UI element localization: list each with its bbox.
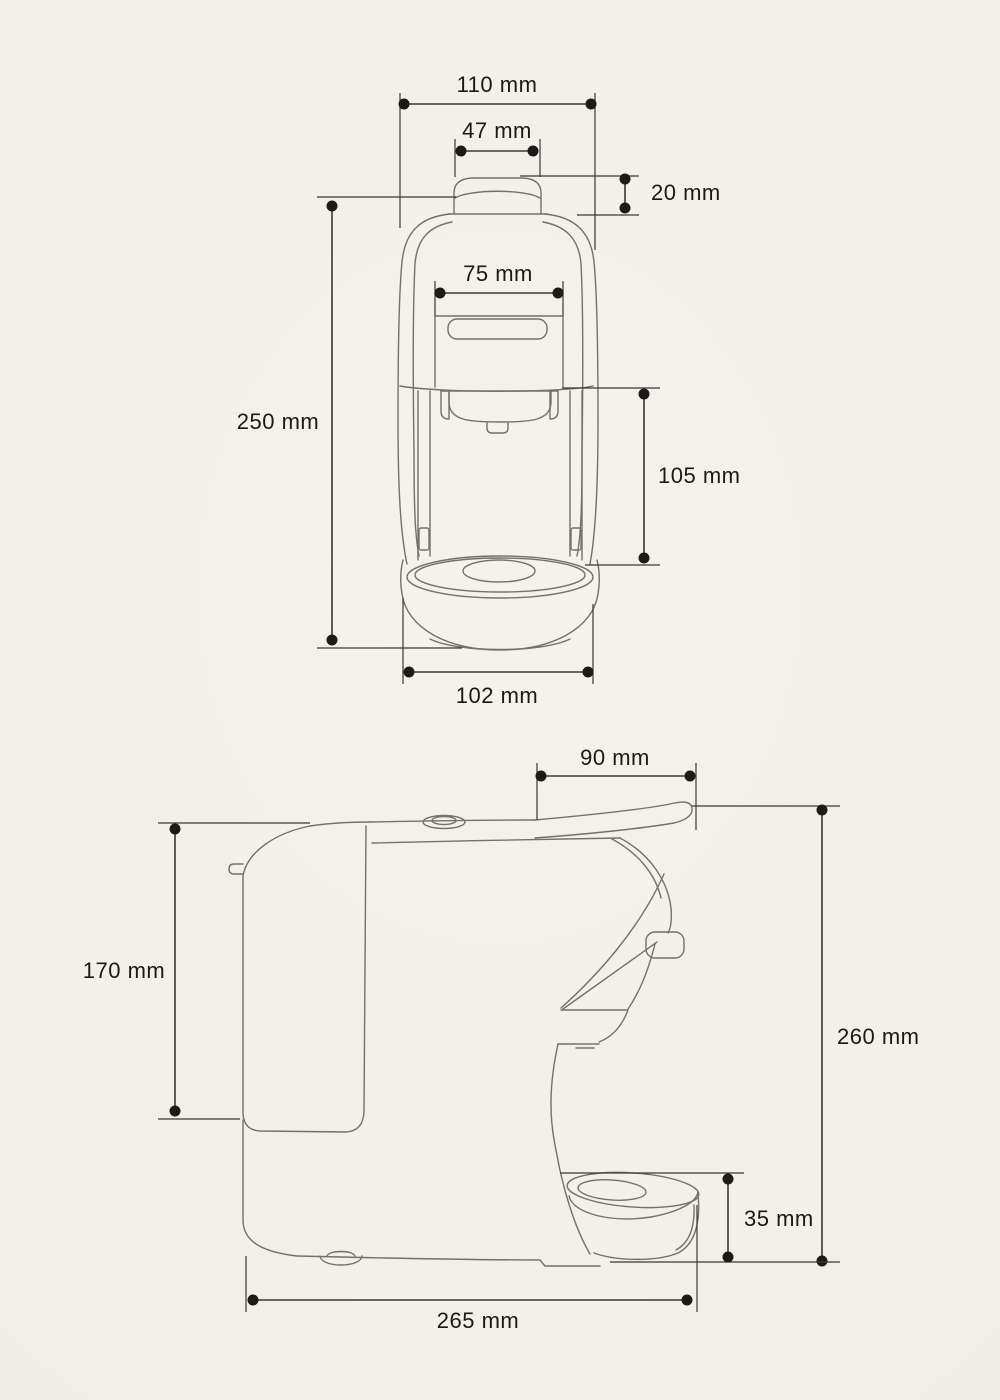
label-front-top-knob-height: 20 mm <box>651 180 721 205</box>
side-tray-rim-outer <box>566 1171 700 1209</box>
front-base-bowl <box>399 559 601 651</box>
brew-head-right-ear <box>549 390 559 420</box>
brew-head-left-ear <box>440 390 450 420</box>
dim-front-cup-clearance: 105 mm <box>562 387 740 566</box>
side-spout <box>645 931 685 959</box>
top-button-inner <box>431 815 457 826</box>
capsule-slot <box>447 318 548 340</box>
label-front-drip-tray-width: 102 mm <box>456 683 538 708</box>
dim-side-overall-depth: 265 mm <box>245 1205 698 1333</box>
head-sweep-curve <box>560 873 665 1009</box>
front-knob-inner-arc <box>454 190 541 199</box>
side-foot <box>319 1250 363 1266</box>
front-knob-outline <box>453 177 542 215</box>
tank-outline <box>242 821 371 1133</box>
front-tray-rim-outer <box>406 555 594 599</box>
front-panel <box>434 315 564 388</box>
label-side-lever-overhang: 90 mm <box>580 745 650 770</box>
label-front-brew-head-width: 75 mm <box>463 261 533 286</box>
brew-head-body <box>448 390 552 423</box>
head-diagonal-b <box>627 943 656 1010</box>
dim-side-lever-overhang: 90 mm <box>535 745 697 830</box>
label-front-overall-width: 110 mm <box>457 72 538 97</box>
front-view-dimensions: 110 mm 47 mm 20 mm 75 mm <box>237 72 740 708</box>
side-view-dimensions: 90 mm 170 mm 260 mm 35 mm 265 m <box>83 745 919 1333</box>
label-side-tank-height: 170 mm <box>83 958 165 983</box>
dim-side-tank-height: 170 mm <box>83 822 310 1120</box>
lever-top-edge <box>534 801 693 824</box>
head-ledge <box>557 1009 629 1049</box>
dim-side-overall-height: 260 mm <box>692 804 919 1267</box>
label-front-cup-clearance: 105 mm <box>658 463 740 488</box>
label-side-tray-height: 35 mm <box>744 1206 814 1231</box>
front-body-right-edge <box>544 213 599 565</box>
front-tray-center-oval <box>462 559 536 583</box>
front-left-column <box>417 390 431 561</box>
side-rear-lower-edge <box>242 1119 298 1257</box>
lever-bottom-edge <box>534 822 675 839</box>
front-left-column-window <box>418 527 430 551</box>
dim-front-top-knob-width: 47 mm <box>454 118 541 177</box>
front-right-column <box>569 390 583 561</box>
neck-inner-curve <box>611 838 662 899</box>
brew-spout <box>486 422 509 434</box>
side-bottom-line <box>296 1255 601 1267</box>
tank-lid-tab <box>228 863 244 875</box>
front-right-column-window <box>570 527 582 551</box>
side-tray-center-oval <box>577 1179 647 1201</box>
side-view-drawing <box>228 801 700 1267</box>
label-side-overall-height: 260 mm <box>837 1024 919 1049</box>
front-body-left-inner <box>412 221 453 557</box>
front-view-drawing <box>397 177 601 651</box>
side-tray-rim-lower <box>568 1191 699 1220</box>
neck-outer-curve <box>619 837 673 934</box>
dim-front-top-knob-height: 20 mm <box>520 173 721 216</box>
side-tray-front-inner <box>675 1204 695 1251</box>
side-top-surface <box>369 819 536 823</box>
top-button-outer <box>422 814 466 830</box>
label-front-top-knob-width: 47 mm <box>462 118 532 143</box>
dim-front-brew-head-width: 75 mm <box>434 261 564 316</box>
front-tray-rim-inner <box>414 557 586 593</box>
label-front-body-height: 250 mm <box>237 409 319 434</box>
side-face-seam <box>371 837 621 844</box>
dim-front-drip-tray-width: 102 mm <box>402 598 594 708</box>
dim-front-body-height: 250 mm <box>237 196 462 649</box>
front-body-right-inner <box>542 221 584 557</box>
dim-front-overall-width: 110 mm <box>398 72 597 250</box>
head-diagonal-a <box>562 941 658 1010</box>
front-body-left-edge <box>397 213 451 565</box>
side-tray-body <box>593 1193 700 1261</box>
side-front-lower-edge <box>550 1043 591 1255</box>
label-side-overall-depth: 265 mm <box>437 1308 519 1333</box>
front-base-bottom-line <box>429 638 571 651</box>
dim-side-tray-height: 35 mm <box>560 1172 840 1263</box>
